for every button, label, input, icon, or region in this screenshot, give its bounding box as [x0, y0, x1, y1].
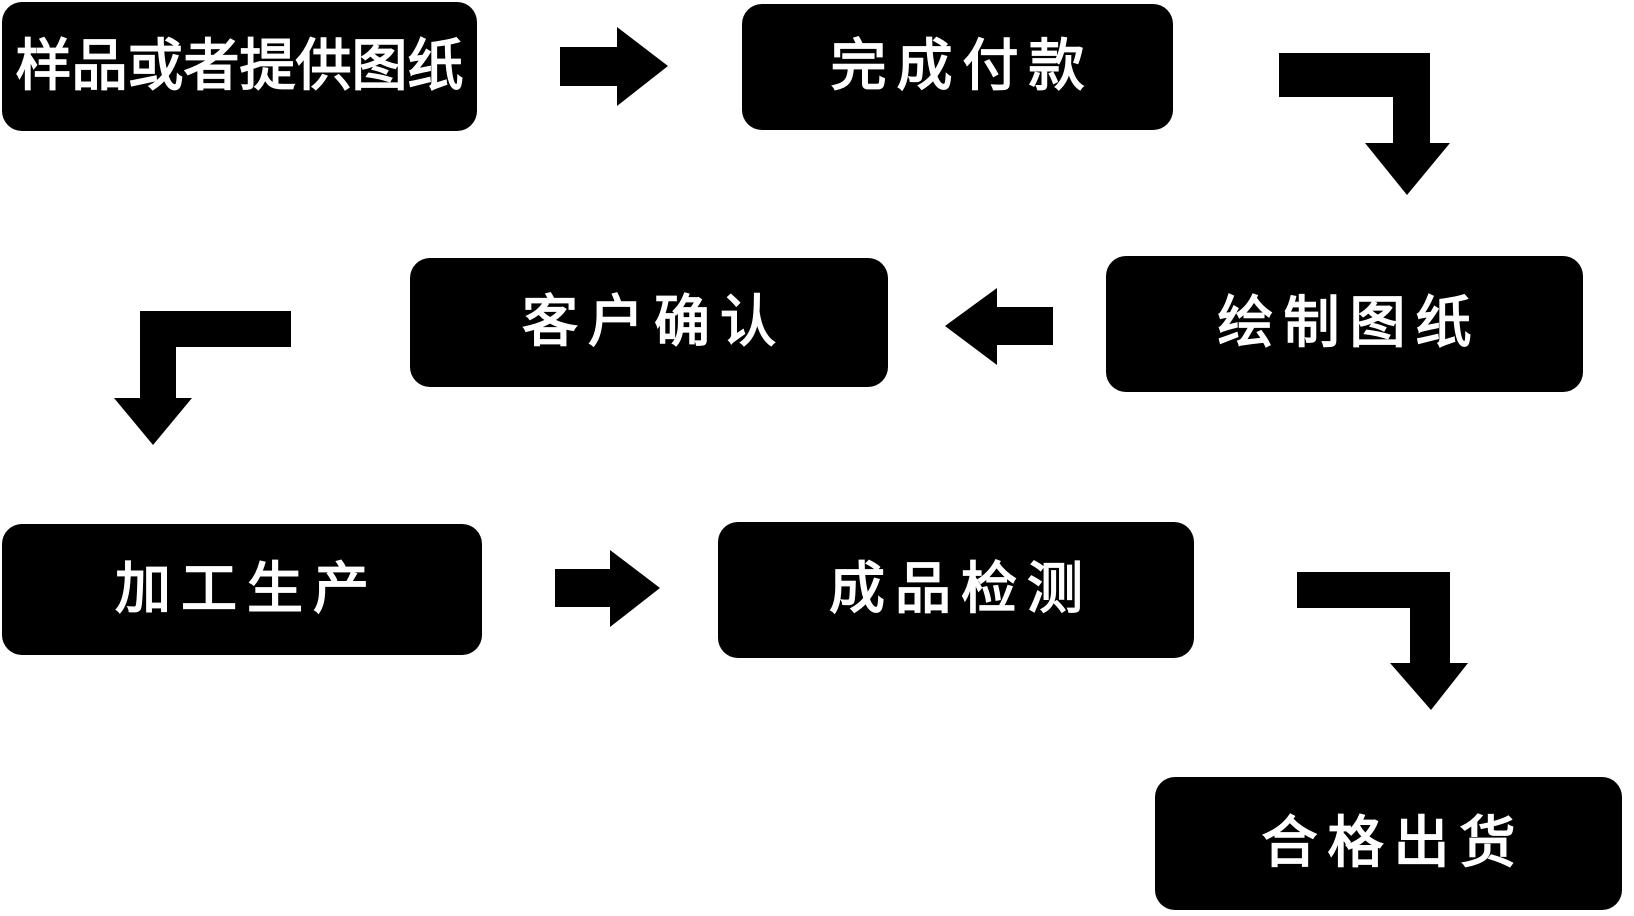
node-drawing: 绘制图纸 — [1106, 256, 1583, 392]
node-sample-or-drawing-label: 样品或者提供图纸 — [15, 33, 464, 99]
node-shipment-label: 合格出货 — [1261, 810, 1526, 876]
arrow-confirm-to-production-elbow-icon — [114, 311, 291, 445]
node-shipment: 合格出货 — [1155, 777, 1622, 910]
arrow-drawing-to-confirm-left-icon — [945, 288, 1053, 365]
node-drawing-label: 绘制图纸 — [1217, 291, 1482, 356]
node-inspection: 成品检测 — [718, 522, 1194, 658]
node-inspection-label: 成品检测 — [829, 557, 1093, 622]
node-payment-label: 完成付款 — [830, 34, 1095, 99]
arrow-production-to-inspection-right-icon — [555, 550, 660, 627]
node-production: 加工生产 — [2, 524, 482, 655]
node-customer-confirm-label: 客户确认 — [522, 289, 786, 355]
arrow-inspection-to-shipment-elbow-icon — [1297, 572, 1468, 710]
arrow-sample-to-payment-right-icon — [560, 27, 668, 106]
node-payment: 完成付款 — [742, 4, 1173, 130]
node-production-label: 加工生产 — [115, 556, 379, 622]
node-customer-confirm: 客户确认 — [410, 258, 888, 387]
arrow-payment-to-drawing-elbow-icon — [1279, 53, 1450, 195]
node-sample-or-drawing: 样品或者提供图纸 — [2, 2, 477, 131]
